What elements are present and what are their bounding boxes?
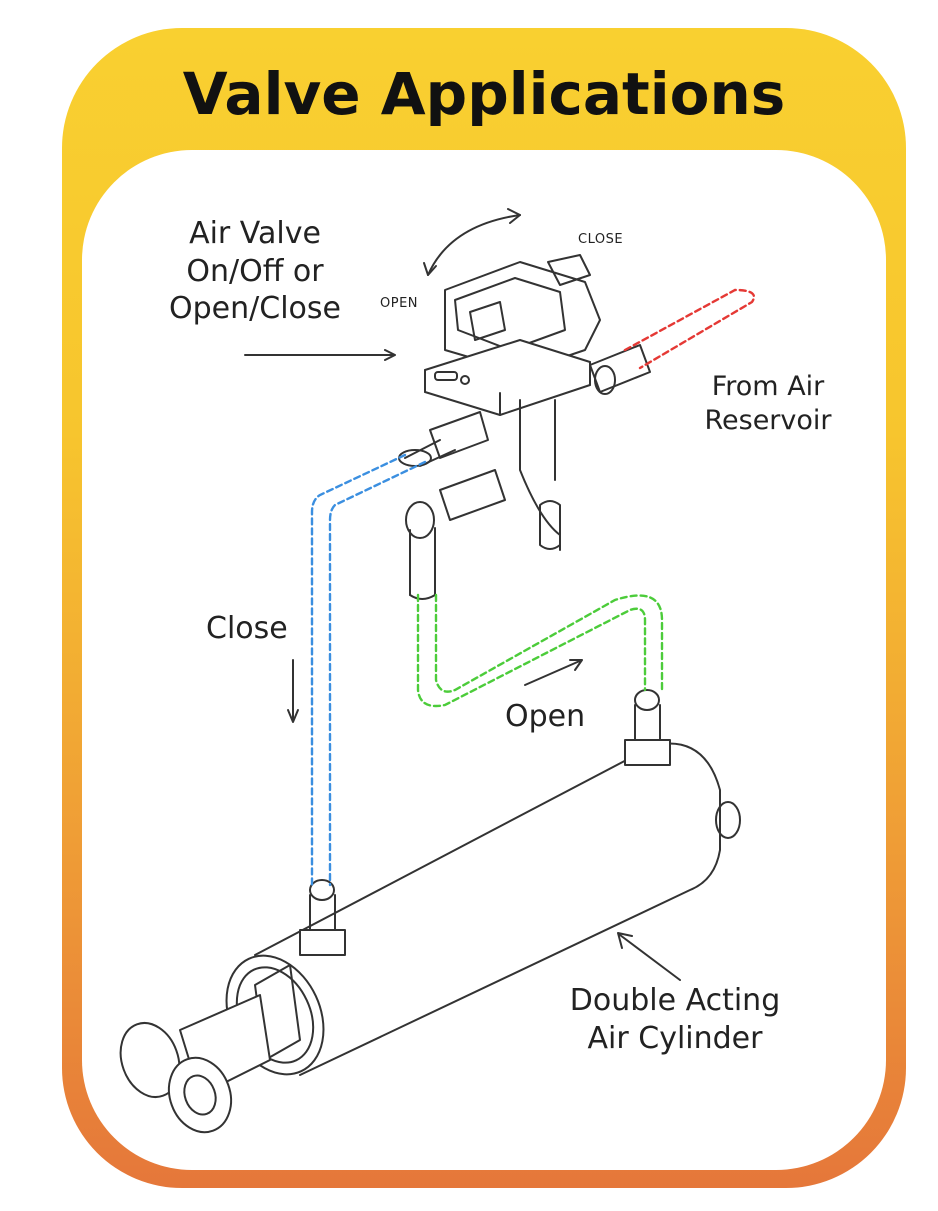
air-valve-label-line-2: On/Off or xyxy=(186,253,324,289)
rotation-arrow xyxy=(427,214,521,276)
close-arrow xyxy=(287,659,299,723)
valve-open-label: OPEN xyxy=(380,296,419,311)
cylinder-label-line-1: Double Acting xyxy=(569,983,781,1018)
double-acting-cylinder-label: Double Acting Air Cylinder xyxy=(560,982,790,1057)
valve-close-label: CLOSE xyxy=(578,232,624,247)
from-air-reservoir-label: From Air Reservoir xyxy=(698,370,838,438)
from-air-label-line-1: From Air xyxy=(711,371,825,402)
close-line xyxy=(310,453,427,887)
double-acting-air-cylinder xyxy=(119,689,741,1134)
page-title: Valve Applications xyxy=(182,60,786,128)
open-arrow xyxy=(524,659,583,686)
air-valve-label: Air Valve On/Off or Open/Close xyxy=(165,215,345,328)
open-line-label: Open xyxy=(505,699,586,734)
cylinder-arrow xyxy=(617,932,681,981)
air-valve-label-line-1: Air Valve xyxy=(189,216,321,251)
air-valve xyxy=(398,254,651,600)
supply-line xyxy=(623,288,756,370)
air-valve-label-line-3: Open/Close xyxy=(169,291,341,326)
cylinder-label-line-2: Air Cylinder xyxy=(587,1020,763,1056)
close-line-label: Close xyxy=(206,611,288,646)
air-valve-arrow xyxy=(244,349,396,361)
open-line xyxy=(416,593,664,708)
from-air-label-line-2: Reservoir xyxy=(704,404,832,436)
